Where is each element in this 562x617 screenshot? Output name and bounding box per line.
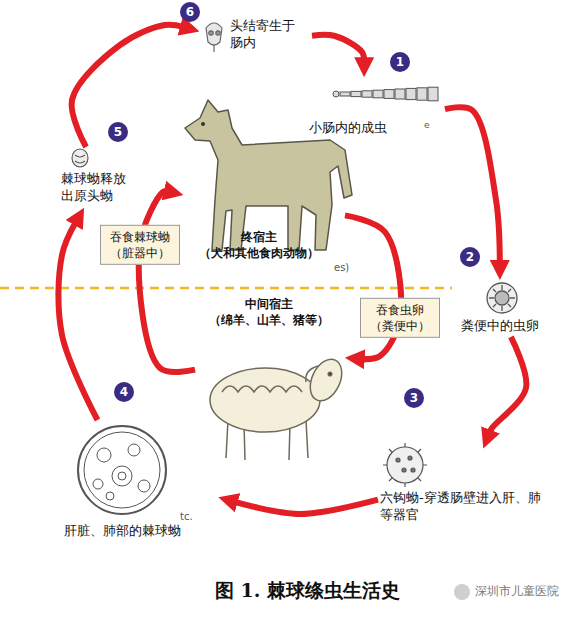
cycle-arrow [312,35,364,61]
stage-node: 六钩蚴-穿透肠壁进入肝、肺等器官 [378,442,548,526]
stage-description: 小肠内的成虫 [309,120,443,137]
host-examples: （犬和其他食肉动物） [175,246,343,262]
text-fragment: tc. [180,511,193,522]
stage-description: 肝脏、肺部的棘球蚴 [28,523,216,540]
cycle-arrow [72,25,185,147]
cycle-arrow [58,222,97,420]
callout-number: 2 [460,247,480,267]
sheep-figure [210,354,348,460]
oncosphere-icon [383,443,427,487]
stage-description: 粪便中的虫卵 [461,318,548,335]
text-fragment: es) [334,262,349,273]
host-title: 中间宿主 [195,297,343,313]
host-title: 终宿主 [175,230,343,246]
dog-eye [201,122,205,126]
stage-node: 肝脏、肺部的棘球蚴 [28,420,218,542]
stage-node: 棘球蚴释放出原头蚴 [55,147,135,207]
egg-icon [487,283,517,313]
watermark-icon [454,584,470,600]
cycle-arrow [489,337,526,434]
callout-number: 4 [114,382,134,402]
stage-description: 六钩蚴-穿透肠壁进入肝、肺等器官 [380,490,546,524]
cycle-arrow [234,500,378,514]
edge-label-box: 吞食虫卵（粪便中） [360,298,440,338]
callout-number: 5 [108,122,128,142]
stage-description: 头结寄生于 肠内 [230,18,310,52]
callout-number: 1 [390,52,410,72]
stage-description: 棘球蚴释放出原头蚴 [61,171,133,205]
figure-caption: 图 1. 棘球绦虫生活史 [215,578,400,604]
scolex-icon [206,23,222,52]
adult-worm-icon [333,87,438,101]
edge-label-box: 吞食棘球蚴（脏器中） [100,225,180,265]
hydatid-cyst-icon [78,426,166,514]
host-divider [0,287,452,290]
callout-number: 3 [404,388,424,408]
host-group: 中间宿主（绵羊、山羊、猪等） [195,293,345,453]
protoscolex-icon [72,149,88,167]
cycle-arrow [445,107,500,264]
stage-node: 粪便中的虫卵 [455,280,550,337]
callout-number: 6 [180,2,200,22]
text-fragment: e [424,120,430,130]
host-group: 终宿主（犬和其他食肉动物） [175,95,345,265]
host-examples: （绵羊、山羊、猪等） [195,313,343,329]
watermark: 深圳市儿童医院 [475,583,559,600]
stage-node: 头结寄生于 肠内 [200,16,312,54]
cycle-arrow [139,191,195,372]
